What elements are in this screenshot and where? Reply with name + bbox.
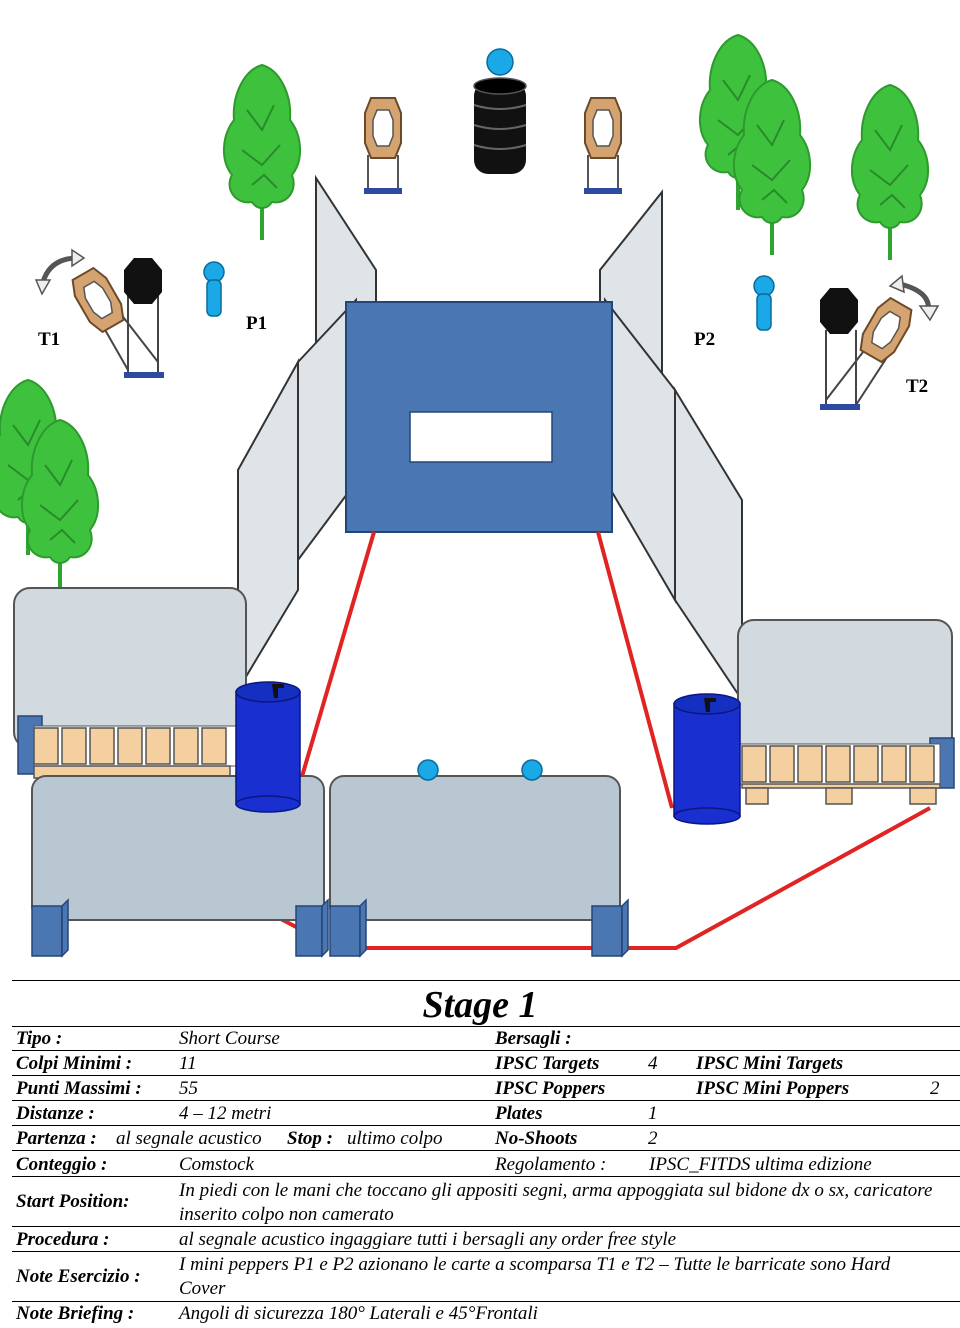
punti-value: 55 [179, 1078, 198, 1099]
ipsc-targets-label: IPSC Targets [495, 1053, 600, 1074]
swinger-target-t2 [820, 294, 918, 410]
noshoots-label: No-Shoots [495, 1128, 578, 1149]
pallet [739, 737, 955, 805]
swinger-target-t1 [66, 264, 164, 378]
ipsc-mini-poppers-label: IPSC Mini Poppers [696, 1078, 850, 1099]
plates-value: 1 [648, 1103, 658, 1124]
ipsc-mini-poppers-value: 2 [930, 1078, 940, 1099]
label-p2: P2 [694, 329, 715, 350]
barrel-start-right [673, 693, 741, 825]
tree [850, 84, 930, 261]
regolamento-value: IPSC_FITDS ultima edizione [649, 1154, 872, 1175]
row-conteggio: Conteggio : Comstock Regolamento : IPSC_… [12, 1150, 960, 1177]
swing-arrow-icon [34, 248, 86, 296]
bersagli-label: Bersagli : [495, 1028, 572, 1049]
barricade [13, 587, 247, 749]
ipsc-target-back-left [364, 97, 402, 194]
partenza-label: Partenza : [16, 1128, 97, 1149]
briefing-label: Note Briefing : [16, 1303, 135, 1324]
top-rule [12, 980, 960, 981]
stage-diagram: T1 P1 P2 T2 [0, 34, 955, 958]
row-start: Start Position: In piedi con le mani che… [12, 1176, 960, 1227]
punti-label: Punti Massimi : [16, 1078, 142, 1099]
note-label: Note Esercizio : [16, 1266, 141, 1287]
row-colpi: Colpi Minimi : 11 IPSC Targets 4 IPSC Mi… [12, 1050, 960, 1076]
conteggio-label: Conteggio : [16, 1154, 108, 1175]
distanze-label: Distanze : [16, 1103, 95, 1124]
row-punti: Punti Massimi : 55 IPSC Poppers IPSC Min… [12, 1075, 960, 1101]
steel-plate [521, 759, 543, 781]
ipsc-targets-value: 4 [648, 1053, 658, 1074]
tipo-label: Tipo : [16, 1028, 63, 1049]
barricade [329, 775, 621, 921]
procedura-label: Procedura : [16, 1229, 110, 1250]
barricade-post [31, 898, 629, 958]
row-tipo: Tipo : Short Course Bersagli : [12, 1026, 960, 1051]
regolamento-label: Regolamento : [495, 1154, 607, 1175]
barrel-start-left [235, 681, 301, 813]
noshoots-value: 2 [648, 1128, 658, 1149]
label-t1: T1 [38, 329, 60, 350]
mini-popper-p1 [203, 261, 225, 317]
steel-plate [486, 48, 514, 76]
row-briefing: Note Briefing : Angoli di sicurezza 180°… [12, 1301, 960, 1328]
start-value: In piedi con le mani che toccano gli app… [179, 1180, 933, 1225]
swing-arrow-icon [888, 274, 940, 322]
procedura-value: al segnale acustico ingaggiare tutti i b… [179, 1229, 677, 1250]
ipsc-poppers-label: IPSC Poppers [495, 1078, 606, 1099]
ipsc-mini-targets-label: IPSC Mini Targets [696, 1053, 844, 1074]
partenza-value: al segnale acustico [116, 1128, 262, 1149]
window [409, 411, 553, 463]
black-barrel [473, 77, 527, 174]
tipo-value: Short Course [179, 1028, 280, 1049]
plates-label: Plates [495, 1103, 543, 1124]
stop-label: Stop : [287, 1128, 333, 1149]
start-label: Start Position: [16, 1191, 130, 1212]
conteggio-value: Comstock [179, 1154, 254, 1175]
row-distanze: Distanze : 4 – 12 metri Plates 1 [12, 1100, 960, 1126]
no-shoot-target [820, 288, 858, 334]
row-procedura: Procedura : al segnale acustico ingaggia… [12, 1226, 960, 1252]
colpi-label: Colpi Minimi : [16, 1053, 133, 1074]
briefing-value: Angoli di sicurezza 180° Laterali e 45°F… [179, 1303, 538, 1324]
label-t2: T2 [906, 376, 928, 397]
colpi-value: 11 [179, 1053, 197, 1074]
row-partenza: Partenza : al segnale acustico Stop : ul… [12, 1125, 960, 1151]
distanze-value: 4 – 12 metri [179, 1103, 272, 1124]
stop-value: ultimo colpo [347, 1128, 443, 1149]
barricade [31, 775, 325, 921]
stage-title: Stage 1 [422, 984, 538, 1026]
label-p1: P1 [246, 313, 267, 334]
no-shoot-target [124, 258, 162, 304]
ipsc-target-back-right [584, 97, 622, 194]
note-value: I mini peppers P1 e P2 azionano le carte… [179, 1254, 891, 1299]
steel-plate [417, 759, 439, 781]
row-note: Note Esercizio : I mini peppers P1 e P2 … [12, 1251, 960, 1302]
mini-popper-p2 [753, 275, 775, 331]
tree [222, 64, 302, 241]
